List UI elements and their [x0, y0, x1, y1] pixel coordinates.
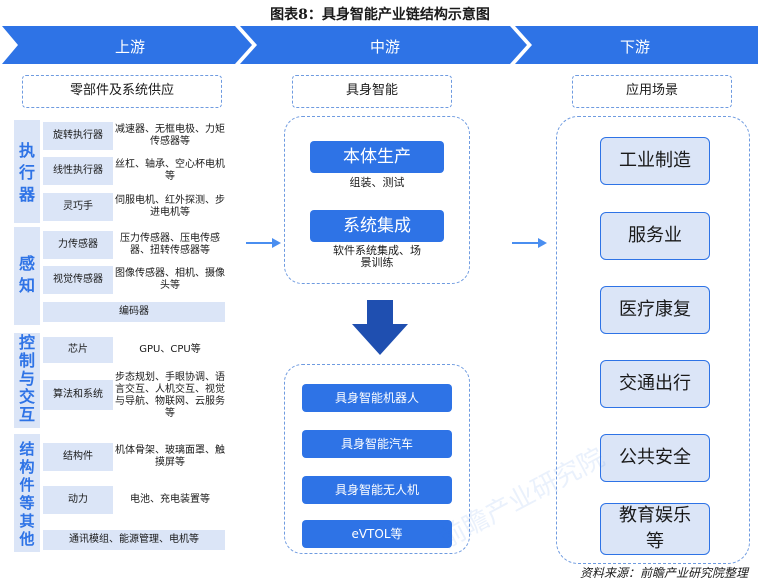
item-power-desc: 电池、充电装置等: [130, 494, 210, 505]
item-chip: 芯片: [43, 337, 113, 363]
group-perception-label: 感知: [18, 254, 35, 295]
item-power: 动力: [43, 486, 113, 514]
item-force-sensor-desc: 压力传感器、压电传感器、扭转传感器等: [120, 233, 220, 256]
chevron-downstream: [515, 26, 758, 64]
source-note: 资料来源：前瞻产业研究院整理: [579, 566, 748, 580]
item-structural-parts: 结构件: [43, 443, 113, 471]
item-vision-sensor-desc: 图像传感器、相机、摄像头等: [115, 268, 225, 291]
stage-upstream-label: 上游: [114, 38, 145, 56]
block-body-production: 本体生产: [310, 141, 444, 173]
scene-industrial: 工业制造: [600, 137, 710, 185]
midstream-header: 具身智能: [292, 75, 452, 108]
upstream-header: 零部件及系统供应: [22, 75, 222, 108]
scene-education: 教育娱乐等: [600, 503, 710, 555]
item-rotary-actuator-desc: 减速器、无框电极、力矩传感器等: [115, 124, 225, 147]
group-structure-label: 结构件等其他: [19, 440, 35, 548]
arrow-down-to-products: [352, 300, 408, 355]
group-actuator-label: 执行器: [18, 141, 35, 204]
item-encoder: 编码器: [43, 302, 225, 322]
product-robot: 具身智能机器人: [302, 384, 452, 412]
item-linear-actuator: 线性执行器: [43, 157, 113, 185]
block-body-production-desc: 组装、测试: [349, 176, 405, 189]
chevron-midstream: [240, 26, 527, 64]
group-control-label: 控制与交互: [18, 333, 35, 424]
item-linear-actuator-desc: 丝杠、轴承、空心杯电机等: [115, 159, 225, 182]
item-algorithm-desc: 步态规划、手眼协调、语言交互、人机交互、视觉与导航、物联网、云服务等: [115, 372, 225, 419]
downstream-panel: [556, 116, 750, 564]
item-algorithm: 算法和系统: [43, 380, 113, 410]
group-control: [14, 333, 40, 428]
scene-medical: 医疗康复: [600, 286, 710, 334]
product-drone: 具身智能无人机: [302, 476, 452, 504]
product-vehicle: 具身智能汽车: [302, 430, 452, 458]
arrow-up-to-mid: [246, 238, 281, 248]
scene-transport: 交通出行: [600, 360, 710, 408]
group-structure: [14, 434, 40, 552]
item-dexterous-hand: 灵巧手: [43, 193, 113, 221]
item-force-sensor: 力传感器: [43, 231, 113, 259]
chevron-upstream: [2, 26, 252, 64]
block-system-integration: 系统集成: [310, 210, 444, 242]
item-dexterous-hand-desc: 伺服电机、红外探测、步进电机等: [115, 195, 225, 218]
stage-midstream-label: 中游: [369, 38, 400, 56]
scene-public-safety: 公共安全: [600, 434, 710, 482]
group-actuator: [14, 120, 40, 223]
scene-service: 服务业: [600, 212, 710, 260]
block-system-integration-desc: 软件系统集成、场景训练: [333, 244, 421, 269]
item-chip-desc: GPU、CPU等: [139, 344, 201, 355]
item-vision-sensor: 视觉传感器: [43, 266, 113, 294]
arrow-mid-to-down: [512, 238, 547, 248]
stage-banner: [2, 26, 758, 64]
product-evtol: eVTOL等: [302, 520, 452, 548]
group-perception: [14, 227, 40, 325]
item-structural-parts-desc: 机体骨架、玻璃面罩、触摸屏等: [115, 445, 225, 468]
chart-title: 图表8：具身智能产业链结构示意图: [270, 7, 490, 23]
item-comm-module: 通讯模组、能源管理、电机等: [43, 530, 225, 550]
item-rotary-actuator: 旋转执行器: [43, 122, 113, 150]
stage-downstream-label: 下游: [619, 38, 650, 56]
downstream-header: 应用场景: [572, 75, 732, 108]
